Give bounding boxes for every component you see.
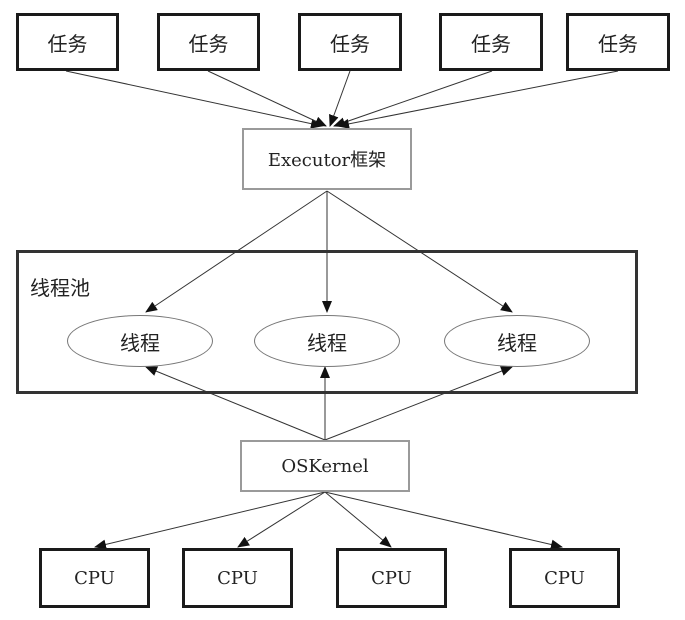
- cpu-box-3[interactable]: CPU: [336, 548, 447, 608]
- cpu-box-1[interactable]: CPU: [39, 548, 150, 608]
- task-box-3[interactable]: 任务: [298, 13, 402, 71]
- cpu-box-2[interactable]: CPU: [182, 548, 293, 608]
- arrow-task-3-to-executor: [329, 70, 351, 127]
- arrow-kernel-to-thread-3: [324, 366, 513, 441]
- thread-ellipse-1[interactable]: 线程: [67, 315, 213, 367]
- cpu-label: CPU: [544, 567, 585, 589]
- thread-ellipse-2[interactable]: 线程: [254, 315, 400, 367]
- task-label: 任务: [47, 31, 88, 56]
- arrow-kernel-to-cpu-4: [324, 491, 563, 550]
- task-box-4[interactable]: 任务: [439, 13, 543, 71]
- executor-framework-box[interactable]: Executor框架: [242, 128, 412, 190]
- thread-pool-box: [16, 250, 638, 394]
- task-box-1[interactable]: 任务: [16, 13, 119, 71]
- arrow-task-4-to-executor: [333, 70, 493, 128]
- task-label: 任务: [188, 31, 229, 56]
- arrow-kernel-to-thread-1: [145, 366, 326, 441]
- arrow-kernel-to-cpu-1: [94, 491, 326, 550]
- arrow-task-1-to-executor: [65, 70, 323, 129]
- thread-label: 线程: [307, 330, 347, 355]
- arrow-kernel-to-cpu-2: [237, 491, 326, 548]
- cpu-label: CPU: [217, 567, 258, 589]
- cpu-label: CPU: [74, 567, 115, 589]
- arrow-task-5-to-executor: [337, 70, 619, 129]
- task-label: 任务: [330, 31, 370, 56]
- thread-pool-title: 线程池: [30, 276, 90, 300]
- cpu-box-4[interactable]: CPU: [509, 548, 620, 608]
- thread-label: 线程: [497, 330, 537, 355]
- kernel-label: OSKernel: [281, 455, 369, 477]
- task-box-5[interactable]: 任务: [566, 13, 670, 71]
- thread-label: 线程: [120, 330, 160, 355]
- arrow-kernel-to-cpu-3: [324, 491, 392, 548]
- task-label: 任务: [471, 31, 511, 56]
- task-label: 任务: [598, 31, 638, 56]
- os-kernel-box[interactable]: OSKernel: [240, 440, 410, 492]
- task-box-2[interactable]: 任务: [157, 13, 260, 71]
- thread-ellipse-3[interactable]: 线程: [444, 315, 590, 367]
- arrow-task-2-to-executor: [207, 70, 327, 127]
- cpu-label: CPU: [371, 567, 412, 589]
- executor-label: Executor框架: [267, 150, 387, 171]
